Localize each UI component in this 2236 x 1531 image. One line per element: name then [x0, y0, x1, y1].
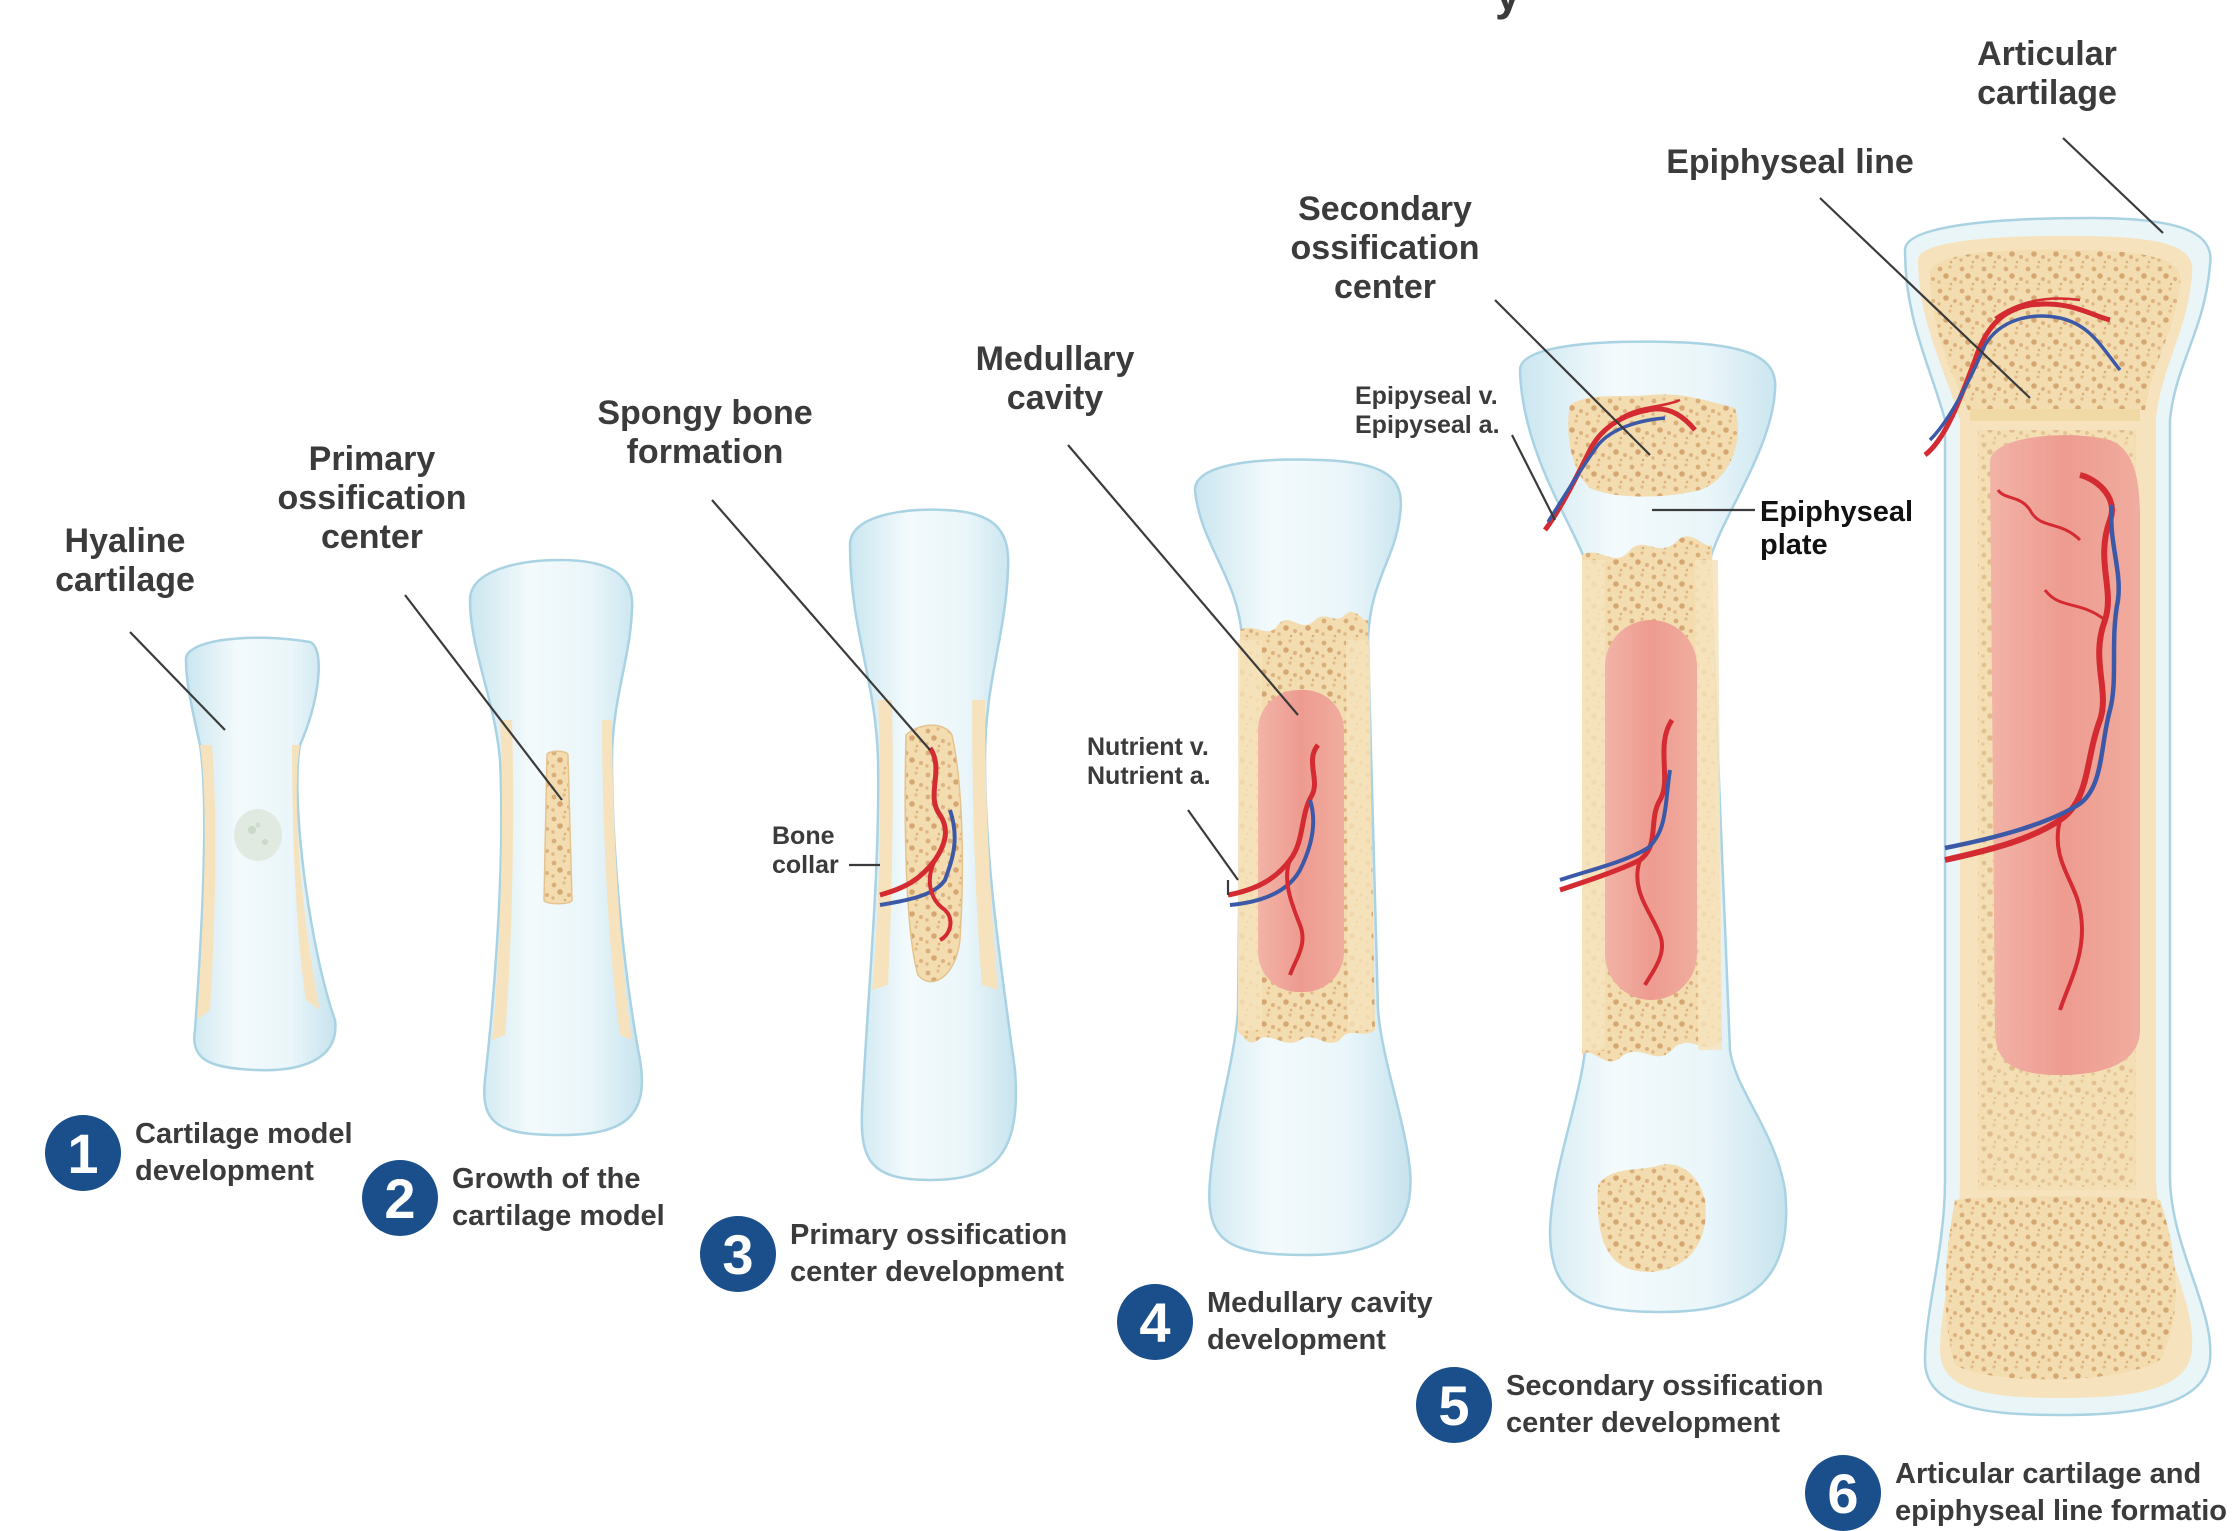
step-4: 4 Medullary cavity development — [1117, 1284, 1433, 1360]
caption-line: development — [1207, 1322, 1433, 1359]
caption-line: Primary ossification — [790, 1217, 1067, 1254]
caption-line: Secondary ossification — [1506, 1368, 1824, 1405]
label-bone-collar: Bone collar — [772, 822, 862, 880]
label-epiphyseal-line: Epiphyseal line — [1650, 143, 1930, 182]
label-line: cartilage — [30, 561, 220, 600]
label-line: Secondary — [1275, 190, 1495, 229]
caption-line: Articular cartilage and — [1895, 1456, 2227, 1493]
label-line: Epipyseal v. — [1355, 382, 1525, 411]
step-caption: Cartilage model development — [135, 1116, 353, 1190]
step-2: 2 Growth of the cartilage model — [362, 1160, 665, 1236]
label-line: Epipyseal a. — [1355, 411, 1525, 440]
label-line: ossification — [1275, 229, 1495, 268]
label-nutrient-vessels: Nutrient v. Nutrient a. — [1087, 733, 1237, 791]
step-caption: Medullary cavity development — [1207, 1285, 1433, 1359]
label-primary-ossification-center: Primary ossification center — [262, 440, 482, 557]
step-caption: Articular cartilage and epiphyseal line … — [1895, 1456, 2227, 1530]
step-badge: 4 — [1117, 1284, 1193, 1360]
label-line: Medullary — [945, 340, 1165, 379]
label-epiphyseal-vessels: Epipyseal v. Epipyseal a. — [1355, 382, 1525, 440]
step-caption: Primary ossification center development — [790, 1217, 1067, 1291]
caption-line: development — [135, 1153, 353, 1190]
label-secondary-ossification-center: Secondary ossification center — [1275, 190, 1495, 307]
bone-6-articular-epiphyseal — [1905, 218, 2210, 1415]
caption-line: Medullary cavity — [1207, 1285, 1433, 1322]
label-articular-cartilage: Articular cartilage — [1942, 35, 2152, 113]
label-line: collar — [772, 851, 862, 880]
step-badge: 5 — [1416, 1367, 1492, 1443]
step-badge: 3 — [700, 1216, 776, 1292]
step-badge: 1 — [45, 1115, 121, 1191]
bone-5-marrow — [1605, 620, 1697, 1000]
step-caption: Secondary ossification center developmen… — [1506, 1368, 1824, 1442]
label-medullary-cavity: Medullary cavity — [945, 340, 1165, 418]
step-6: 6 Articular cartilage and epiphyseal lin… — [1805, 1455, 2227, 1531]
label-line: Primary — [262, 440, 482, 479]
bone-5-secondary-ossification — [1520, 342, 1786, 1312]
caption-line: epiphyseal line formatio — [1895, 1493, 2227, 1530]
caption-line: center development — [1506, 1405, 1824, 1442]
step-badge: 2 — [362, 1160, 438, 1236]
label-spongy-bone-formation: Spongy bone formation — [575, 394, 835, 472]
bone-1-cartilage-model — [186, 638, 335, 1071]
caption-line: Growth of the — [452, 1161, 665, 1198]
step-5: 5 Secondary ossification center developm… — [1416, 1367, 1824, 1443]
label-line: formation — [575, 433, 835, 472]
label-line: cartilage — [1942, 74, 2152, 113]
step-badge: 6 — [1805, 1455, 1881, 1531]
label-line: Epiphyseal — [1760, 496, 1930, 529]
primary-center-speck — [234, 809, 282, 861]
label-line: cavity — [945, 379, 1165, 418]
bone-2-cartilage-growth — [470, 560, 642, 1135]
caption-line: center development — [790, 1254, 1067, 1291]
label-line: Epiphyseal line — [1650, 143, 1930, 182]
label-line: Nutrient v. — [1087, 733, 1237, 762]
step-1: 1 Cartilage model development — [45, 1115, 353, 1191]
label-line: center — [262, 518, 482, 557]
caption-line: Cartilage model — [135, 1116, 353, 1153]
label-line: center — [1275, 268, 1495, 307]
label-line: plate — [1760, 529, 1930, 562]
title-fragment: y — [1495, 0, 1521, 20]
label-line: Bone — [772, 822, 862, 851]
label-line: ossification — [262, 479, 482, 518]
label-line: Nutrient a. — [1087, 762, 1237, 791]
label-line: Spongy bone — [575, 394, 835, 433]
step-caption: Growth of the cartilage model — [452, 1161, 665, 1235]
caption-line: cartilage model — [452, 1198, 665, 1235]
label-line: Hyaline — [30, 522, 220, 561]
label-hyaline-cartilage: Hyaline cartilage — [30, 522, 220, 600]
step-3: 3 Primary ossification center developmen… — [700, 1216, 1067, 1292]
label-epiphyseal-plate: Epiphyseal plate — [1760, 496, 1930, 563]
bone-4-medullary-cavity — [1195, 460, 1410, 1255]
label-line: Articular — [1942, 35, 2152, 74]
bone-3-primary-ossification — [850, 510, 1016, 1180]
